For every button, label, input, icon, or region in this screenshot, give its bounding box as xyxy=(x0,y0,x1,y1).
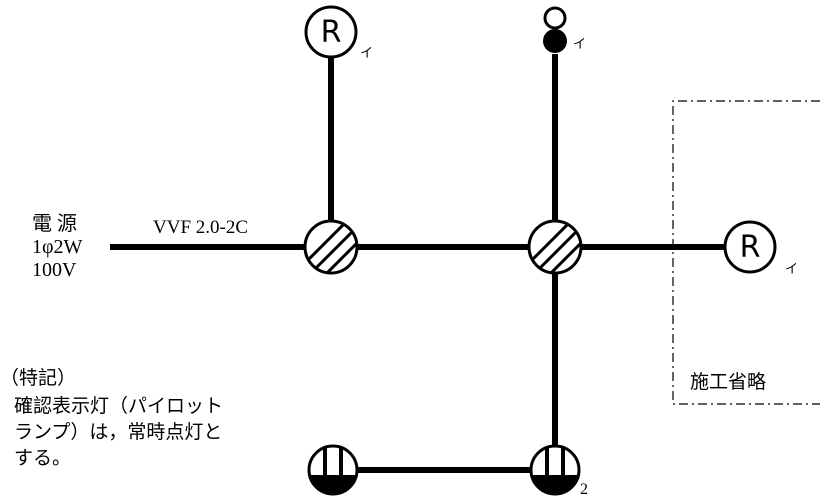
switch-label-lamp-right: イ xyxy=(785,262,799,277)
junction-box-2 xyxy=(527,219,583,275)
power-source-title: 電 源 xyxy=(32,213,77,235)
outlet-count-label: 2 xyxy=(580,481,588,498)
power-source-phase: 1φ2W xyxy=(32,236,83,258)
outlet-right xyxy=(529,444,581,496)
junction-box-1 xyxy=(303,219,359,275)
lamp-top-letter: R xyxy=(321,15,342,50)
outlet-left xyxy=(307,444,359,496)
notes-heading: （特記） xyxy=(0,367,77,389)
cable-label: VVF 2.0-2C xyxy=(153,217,249,238)
notes-line-3: する。 xyxy=(14,447,72,469)
notes-line-2: ランプ）は，常時点灯と xyxy=(14,421,223,443)
lamp-top: R xyxy=(304,5,358,59)
lamp-right: R xyxy=(723,220,777,274)
lamp-right-letter: R xyxy=(740,230,761,265)
switch-label-pilot: イ xyxy=(573,37,587,52)
notes-line-1: 確認表示灯（パイロット xyxy=(14,395,224,417)
omitted-area-boundary xyxy=(672,100,820,405)
omitted-area-label: 施工省略 xyxy=(690,371,767,393)
switch-label-lamp-top: イ xyxy=(360,46,374,61)
power-source-voltage: 100V xyxy=(32,259,77,281)
pilot-lamp xyxy=(543,6,567,53)
